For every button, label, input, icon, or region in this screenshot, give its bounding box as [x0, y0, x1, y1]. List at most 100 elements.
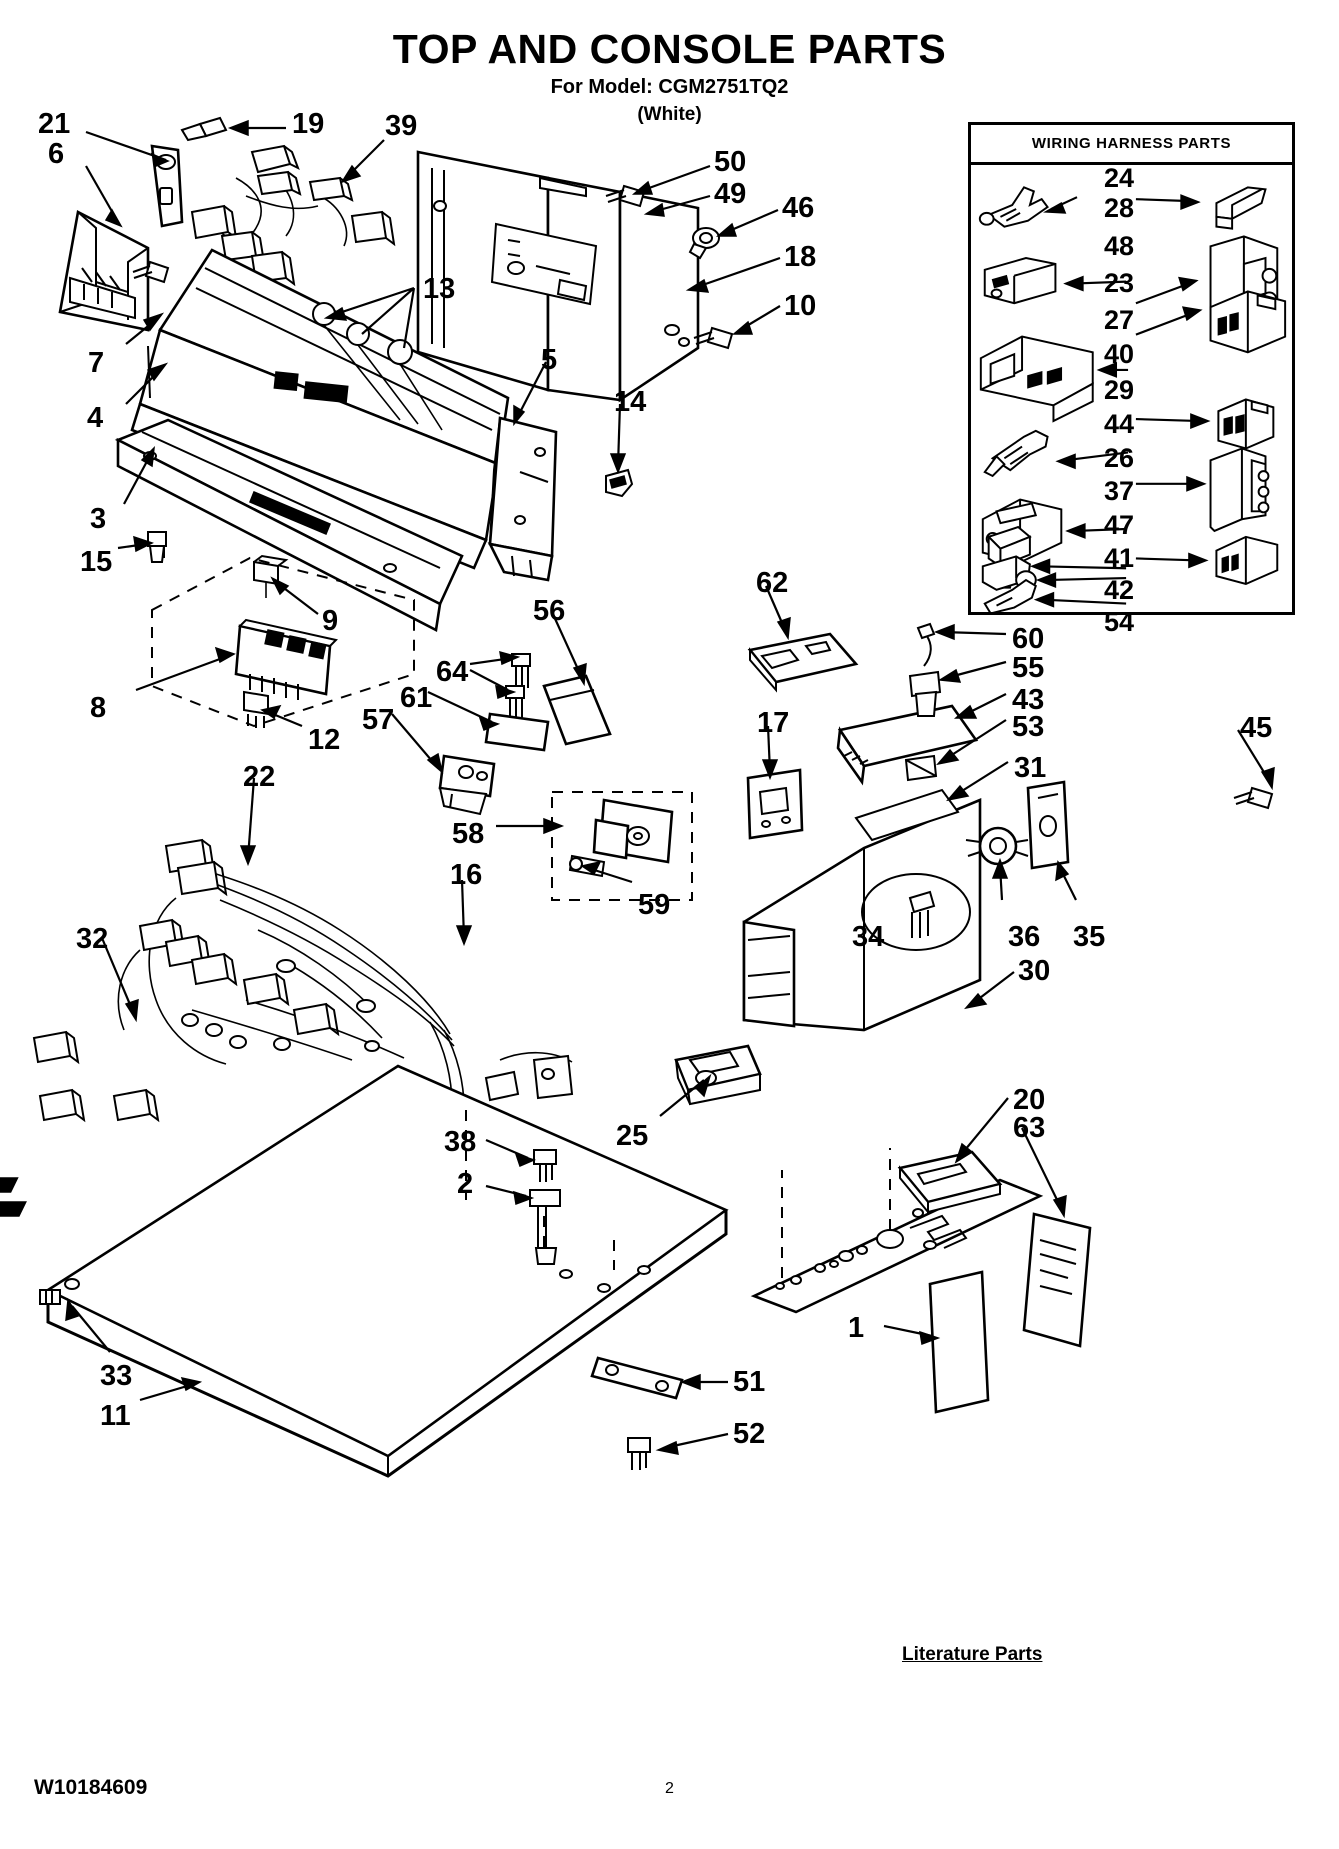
callout-43: 43: [1012, 684, 1045, 716]
part-switch-group-58: [552, 792, 692, 900]
part-bracket-61: [486, 714, 548, 750]
callout-12: 12: [308, 724, 341, 756]
callout-59: 59: [638, 889, 671, 921]
wiring-harness-artwork: [978, 186, 1287, 612]
wiring-callout-26: 26: [1104, 442, 1135, 473]
model-line: For Model: CGM2751TQ2: [550, 76, 789, 98]
callout-45: 45: [1240, 712, 1273, 744]
part-control-board-group: [152, 556, 414, 728]
callout-17: 17: [757, 707, 790, 739]
part-strip-30: [754, 1148, 1040, 1312]
part-bracket-17: [748, 770, 802, 838]
callout-56: 56: [533, 595, 566, 627]
wiring-harness-title-bar: WIRING HARNESS PARTS: [971, 125, 1292, 165]
part-screw-15: [148, 532, 166, 562]
callout-31: 31: [1014, 752, 1047, 784]
part-literature-1: [930, 1272, 988, 1412]
part-screw-64a: [512, 654, 530, 690]
callout-55: 55: [1012, 652, 1045, 684]
callout-3: 3: [90, 503, 107, 535]
part-timer-housing-31: [744, 790, 980, 1030]
part-clip-14: [606, 470, 632, 496]
callout-57: 57: [362, 704, 395, 736]
callout-39: 39: [385, 110, 418, 142]
callout-16: 16: [450, 859, 483, 891]
part-screw-7: [133, 262, 168, 282]
wiring-callout-48: 48: [1104, 231, 1135, 262]
callout-9: 9: [322, 605, 339, 637]
callout-32: 32: [76, 923, 109, 955]
part-screw-10: [694, 328, 732, 348]
wiring-callout-54: 54: [1104, 607, 1135, 638]
part-clip-57: [440, 756, 494, 814]
callout-30: 30: [1018, 955, 1051, 987]
callout-38: 38: [444, 1126, 477, 1158]
part-wire-60: [918, 624, 934, 666]
terminal-pin-icon: [978, 186, 1049, 228]
callout-20: 20: [1013, 1084, 1046, 1116]
color-variant: (White): [637, 104, 702, 125]
callout-60: 60: [1012, 623, 1045, 655]
wiring-callout-24: 24: [1104, 162, 1135, 193]
callout-2: 2: [457, 1168, 474, 1200]
wiring-callout-28: 28: [1104, 193, 1135, 223]
part-cover-62: [750, 634, 856, 690]
callout-36: 36: [1008, 921, 1041, 953]
callout-18: 18: [784, 241, 817, 273]
callout-21: 21: [38, 108, 71, 140]
part-bracket-51: [592, 1358, 682, 1398]
wiring-callout-29: 29: [1104, 375, 1135, 406]
wiring-callout-44: 44: [1104, 409, 1135, 439]
callout-52: 52: [733, 1418, 766, 1450]
part-nut-53: [906, 756, 936, 780]
part-cover-25: [676, 1046, 760, 1104]
part-rear-panel-18: [418, 152, 698, 400]
callout-35: 35: [1073, 921, 1106, 953]
multi-pin-connector-icon: [979, 335, 1094, 423]
wiring-callout-40: 40: [1104, 338, 1135, 369]
literature-parts-label: Literature Parts: [902, 1644, 1043, 1665]
callout-6: 6: [48, 138, 65, 170]
callout-13: 13: [423, 273, 456, 305]
part-clip-2: [530, 1190, 560, 1264]
part-console-end-5: [490, 418, 556, 580]
callout-61: 61: [400, 682, 433, 714]
callout-58: 58: [452, 818, 485, 850]
part-screw-38: [534, 1150, 556, 1182]
connector-block-icon: [983, 257, 1057, 305]
wiring-callout-23: 23: [1104, 268, 1135, 299]
part-cover-20: [900, 1152, 1000, 1212]
callout-8: 8: [90, 692, 107, 724]
callout-10: 10: [784, 290, 817, 322]
callout-33: 33: [100, 1360, 133, 1392]
callout-63: 63: [1013, 1112, 1046, 1144]
terminal-blade-icon: [983, 429, 1049, 478]
callout-64: 64: [436, 656, 469, 688]
part-screw-45: [1234, 788, 1272, 808]
callout-46: 46: [782, 192, 815, 224]
callout-51: 51: [733, 1366, 766, 1398]
callout-25: 25: [616, 1120, 649, 1152]
wiring-harness-parts-box: WIRING HARNESS PARTS: [968, 122, 1295, 636]
ribbed-connector-icon: [1215, 535, 1279, 586]
callout-53: 53: [1012, 711, 1045, 743]
two-pin-connector-icon: [1217, 398, 1275, 450]
callout-7: 7: [88, 347, 105, 379]
wiring-leader-lines: [1029, 194, 1211, 608]
page-number: 2: [665, 1780, 674, 1797]
spade-terminal-icon: [983, 578, 1037, 612]
wiring-callout-47: 47: [1104, 509, 1135, 540]
part-screw-55: [910, 672, 940, 716]
part-channel-3: [118, 420, 462, 630]
callout-1: 1: [848, 1312, 865, 1344]
part-harness-22: [34, 840, 572, 1120]
callout-11: 11: [100, 1400, 131, 1432]
part-literature-63: [1024, 1214, 1090, 1346]
part-plate-35: [1028, 782, 1068, 868]
connector-shroud-icon: [1209, 290, 1287, 354]
part-grommet-46: [690, 228, 719, 258]
callout-49: 49: [714, 178, 747, 210]
part-screw-52: [628, 1438, 650, 1470]
